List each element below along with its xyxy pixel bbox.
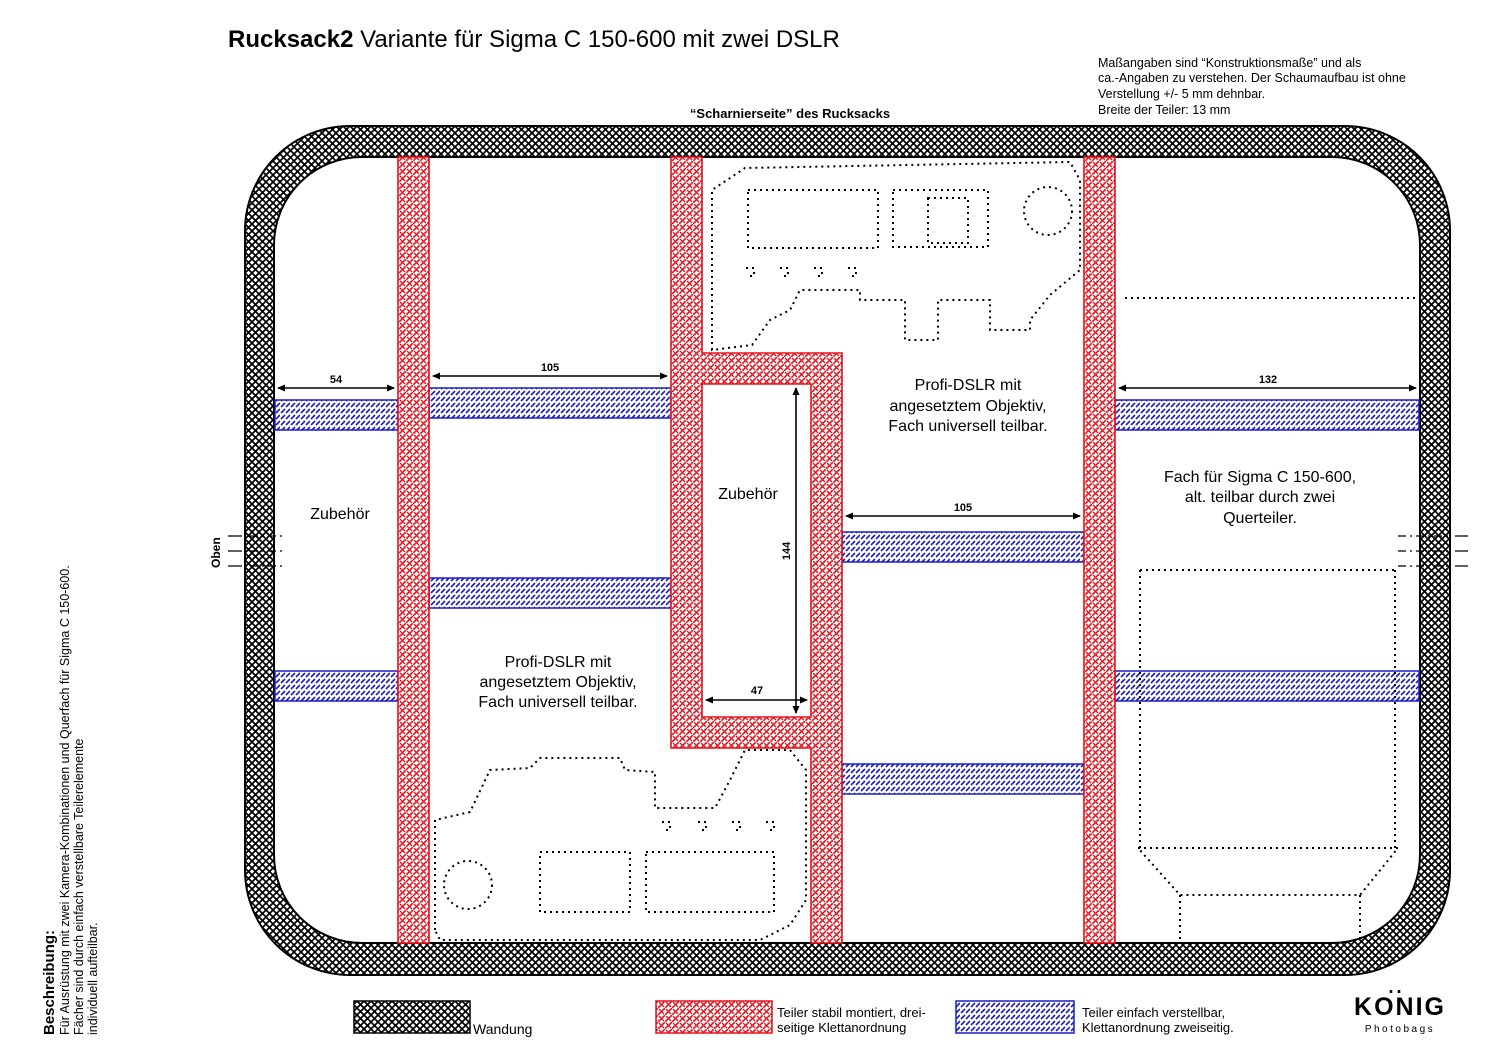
svg-text:Querteiler.: Querteiler. bbox=[1223, 510, 1297, 527]
legend-fixed-swatch bbox=[655, 1000, 773, 1034]
svg-text:Teiler einfach verstellbar,: Teiler einfach verstellbar, bbox=[1082, 1005, 1225, 1020]
svg-text:angesetztem Objektiv,: angesetztem Objektiv, bbox=[889, 398, 1046, 415]
dim-center-right-width: 105 bbox=[954, 502, 972, 514]
legend-adjustable-swatch bbox=[955, 1000, 1075, 1034]
fixed-divider-left bbox=[397, 156, 430, 944]
svg-text:Maßangaben sind “Konstruktions: Maßangaben sind “Konstruktionsmaße” und … bbox=[1098, 56, 1361, 70]
divider-second-lower bbox=[428, 577, 672, 609]
svg-text:Profi-DSLR mit: Profi-DSLR mit bbox=[505, 654, 612, 671]
svg-text:Fach für Sigma C 150-600,: Fach für Sigma C 150-600, bbox=[1164, 469, 1356, 486]
adjustable-dividers bbox=[274, 387, 1420, 795]
legend-wall-swatch bbox=[353, 1000, 471, 1034]
top-marker-right bbox=[1398, 535, 1468, 567]
svg-text:seitige Klettanordnung: seitige Klettanordnung bbox=[777, 1020, 906, 1035]
svg-text:KONIG: KONIG bbox=[1354, 993, 1446, 1021]
backpack-wall bbox=[244, 125, 1451, 976]
hinge-side-label: “Scharnierseite” des Rucksacks bbox=[690, 106, 890, 121]
dimension-lines bbox=[277, 372, 1417, 714]
divider-center-upper bbox=[841, 531, 1085, 563]
svg-text:ca.-Angaben zu verstehen. Der: ca.-Angaben zu verstehen. Der Schaumaufb… bbox=[1098, 71, 1406, 85]
top-side-label: Oben bbox=[209, 537, 223, 568]
dim-second-width: 105 bbox=[541, 362, 559, 374]
description-heading: Beschreibung: bbox=[41, 930, 58, 1035]
svg-text:Profi-DSLR mit: Profi-DSLR mit bbox=[915, 377, 1022, 394]
svg-text:Teiler stabil montiert, drei-: Teiler stabil montiert, drei- bbox=[777, 1005, 926, 1020]
svg-text:Für Ausrüstung mit zwei Kamera: Für Ausrüstung mit zwei Kamera-Kombinati… bbox=[58, 565, 72, 1035]
dim-left-width: 54 bbox=[330, 374, 343, 386]
divider-second-upper bbox=[428, 387, 672, 419]
compartment-dslr-lower: Profi-DSLR mit angesetztem Objektiv, Fac… bbox=[478, 654, 637, 711]
dim-right-width: 132 bbox=[1259, 374, 1277, 386]
konig-logo: KONIG Photobags bbox=[1354, 990, 1446, 1035]
divider-left-upper bbox=[274, 399, 399, 431]
legend: Wandung Teiler stabil montiert, drei- se… bbox=[353, 1000, 1234, 1037]
svg-text:Klettanordnung zweiseitig.: Klettanordnung zweiseitig. bbox=[1082, 1020, 1234, 1035]
divider-right-lower bbox=[1114, 670, 1420, 702]
fixed-dividers bbox=[397, 156, 1116, 944]
fixed-divider-right bbox=[1083, 156, 1116, 944]
svg-text:Verstellung +/- 5 mm dehnbar.: Verstellung +/- 5 mm dehnbar. bbox=[1098, 87, 1265, 101]
fixed-divider-center bbox=[670, 156, 843, 944]
legend-wall-label: Wandung bbox=[473, 1021, 532, 1037]
svg-text:Fach universell teilbar.: Fach universell teilbar. bbox=[478, 694, 637, 711]
page-title: Rucksack2 Variante für Sigma C 150-600 m… bbox=[228, 26, 840, 53]
top-marker-left bbox=[228, 535, 285, 567]
svg-text:individuell aufteilbar.: individuell aufteilbar. bbox=[86, 922, 100, 1035]
dim-inner-height: 144 bbox=[781, 541, 793, 560]
compartment-sigma: Fach für Sigma C 150-600, alt. teilbar d… bbox=[1164, 469, 1356, 527]
divider-left-lower bbox=[274, 670, 399, 702]
divider-right-upper bbox=[1114, 399, 1420, 431]
svg-text:alt. teilbar durch zwei: alt. teilbar durch zwei bbox=[1185, 489, 1335, 506]
equipment-outlines bbox=[434, 160, 1420, 942]
svg-text:Photobags: Photobags bbox=[1365, 1024, 1435, 1035]
compartment-left-accessory: Zubehör bbox=[310, 506, 370, 523]
dim-inner-width: 47 bbox=[751, 685, 763, 697]
svg-text:Fach universell teilbar.: Fach universell teilbar. bbox=[888, 418, 1047, 435]
svg-text:angesetztem Objektiv,: angesetztem Objektiv, bbox=[479, 674, 636, 691]
svg-text:Breite der Teiler: 13 mm: Breite der Teiler: 13 mm bbox=[1098, 103, 1230, 117]
compartment-dslr-upper: Profi-DSLR mit angesetztem Objektiv, Fac… bbox=[888, 377, 1047, 435]
compartment-center-accessory: Zubehör bbox=[718, 486, 778, 503]
divider-center-lower bbox=[841, 763, 1085, 795]
svg-text:Fächer sind durch einfach vers: Fächer sind durch einfach verstellbare T… bbox=[72, 738, 86, 1035]
dimension-note: Maßangaben sind “Konstruktionsmaße” und … bbox=[1098, 56, 1406, 117]
description: Beschreibung: Für Ausrüstung mit zwei Ka… bbox=[41, 565, 100, 1035]
